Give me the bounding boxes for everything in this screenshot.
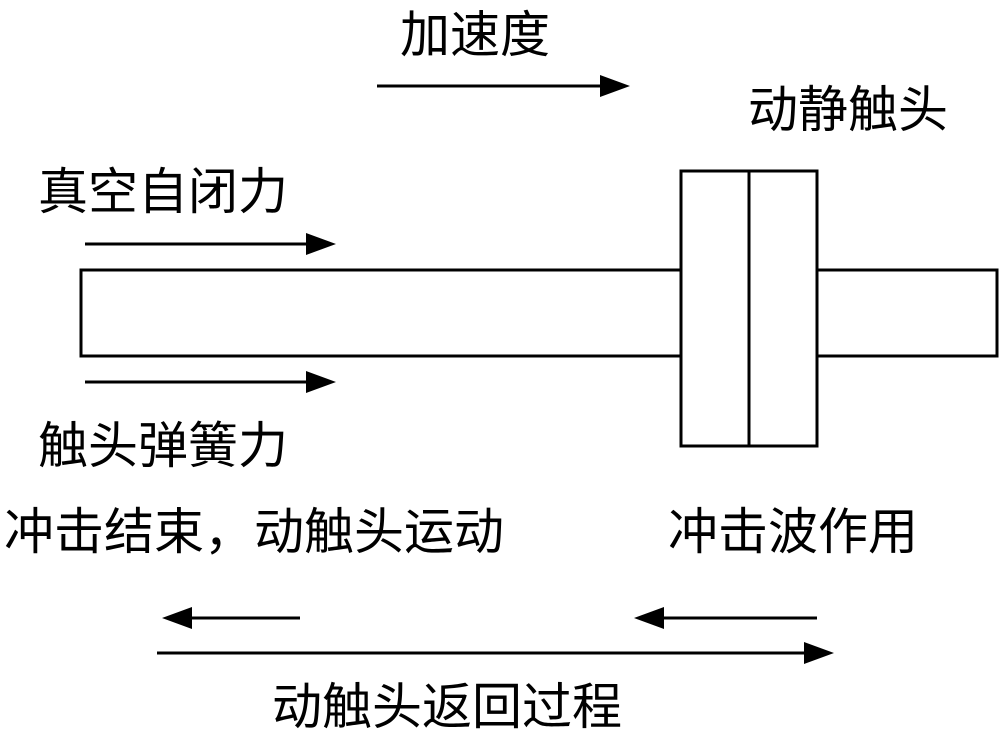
- return-process-arrow: [157, 642, 834, 664]
- vacuum-force-arrow: [85, 233, 336, 255]
- spring-force-label: 触头弹簧力: [38, 417, 288, 475]
- acceleration-label: 加速度: [400, 6, 550, 64]
- contact-pair: [679, 169, 819, 448]
- acceleration-arrow: [377, 75, 630, 97]
- shock-wave-label: 冲击波作用: [668, 503, 918, 561]
- spring-force-arrow: [85, 371, 336, 393]
- impact-end-label: 冲击结束，动触头运动: [4, 503, 504, 561]
- contacts-label: 动静触头: [748, 81, 948, 139]
- return-process-label: 动触头返回过程: [272, 678, 622, 736]
- vacuum-force-label: 真空自闭力: [38, 163, 288, 221]
- left-arrow-short-left: [162, 607, 300, 629]
- left-arrow-short-right: [634, 607, 817, 629]
- contact-rod: [79, 268, 999, 358]
